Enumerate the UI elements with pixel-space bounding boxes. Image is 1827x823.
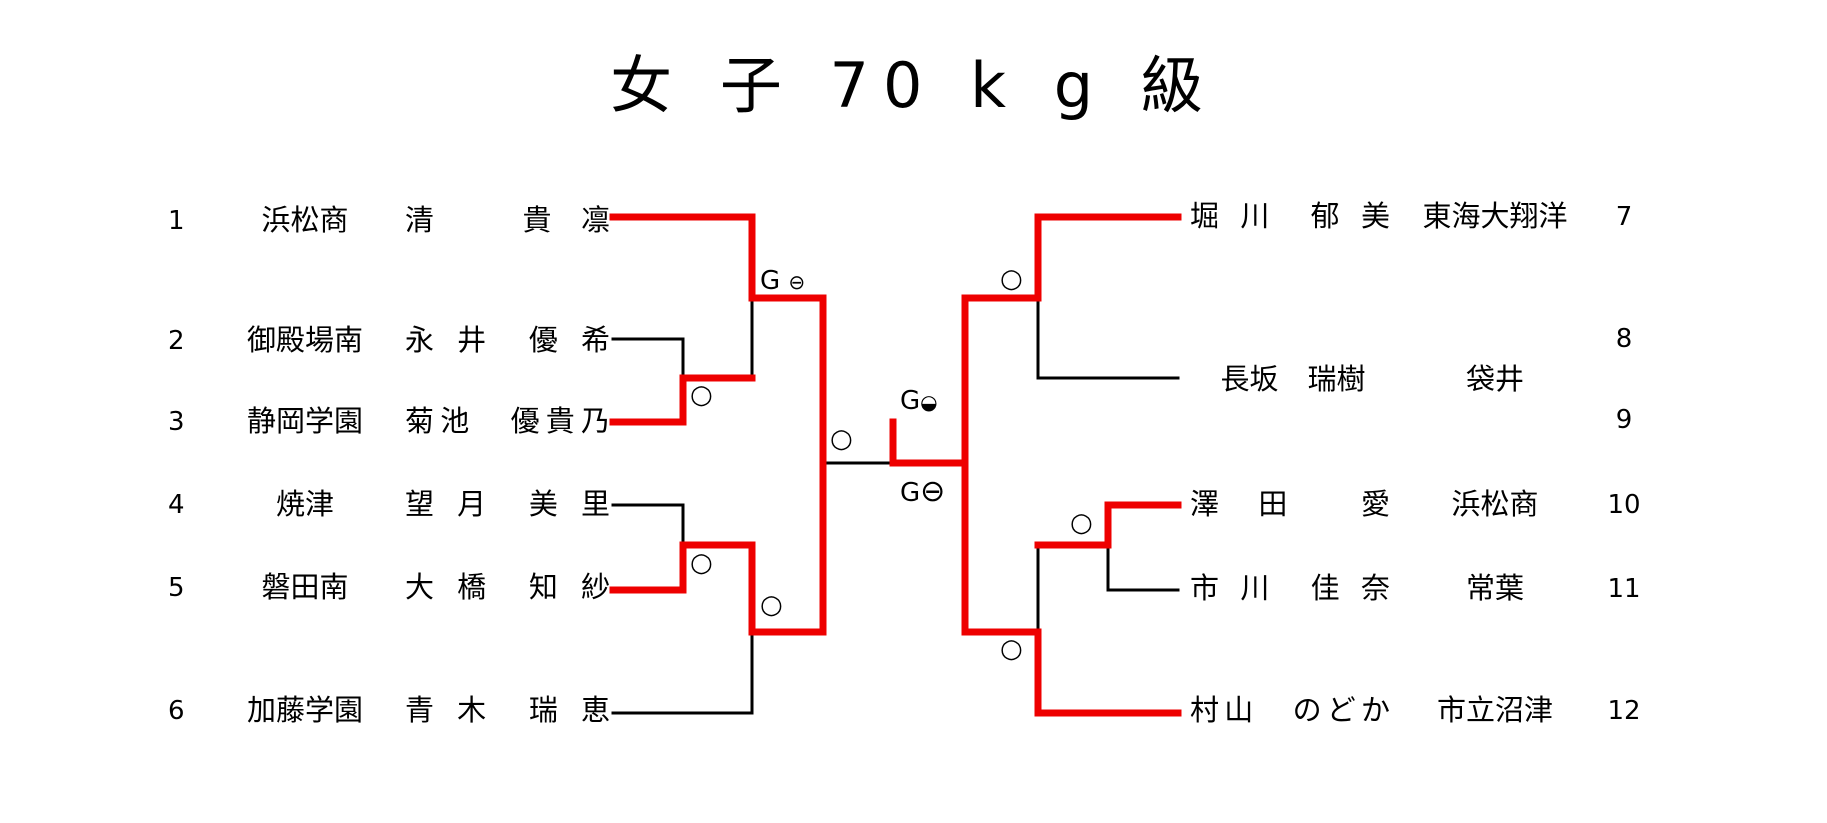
- entry-number: 3: [168, 407, 185, 437]
- entry-number: 9: [1615, 405, 1633, 435]
- g-mark-label: G: [900, 386, 921, 416]
- entry-school: 静岡学園: [246, 404, 363, 438]
- entry-school: 磐田南: [261, 570, 349, 604]
- bracket-line: [609, 374, 756, 426]
- match-result-mark: ○: [1070, 508, 1093, 538]
- g-minus-icon: ⊖: [920, 474, 946, 509]
- entry-number: 6: [168, 696, 185, 726]
- entry-school: 浜松商: [1451, 487, 1539, 521]
- g-mark-label: G: [760, 266, 781, 296]
- match-result-mark: ○: [690, 548, 713, 578]
- bracket-line: [961, 213, 1182, 717]
- bye-entry-school: 袋井: [1465, 362, 1524, 396]
- entry-name: 澤 田 愛: [1190, 487, 1390, 521]
- entry-name: 望 月 美 里: [405, 487, 610, 521]
- bracket-line: [611, 337, 685, 380]
- entry-name: 大 橋 知 紗: [405, 570, 610, 604]
- bracket-line: [609, 459, 827, 636]
- bracket-black-lines: [611, 296, 1180, 715]
- entry-number: 1: [168, 206, 185, 236]
- g-minus-icon: ⊖: [788, 270, 806, 294]
- entry-number: 8: [1615, 324, 1633, 354]
- match-result-mark: ○: [1000, 634, 1023, 664]
- g-mark-label: G: [900, 478, 921, 508]
- bracket-line: [611, 628, 754, 715]
- entry-name: 村山 のどか: [1190, 693, 1390, 727]
- bracket-line: [1034, 501, 1182, 549]
- entry-number: 2: [168, 326, 185, 356]
- entry-school: 焼津: [275, 487, 334, 521]
- match-result-mark: ○: [690, 380, 713, 410]
- bracket-line: [889, 418, 969, 467]
- entry-number: 12: [1607, 696, 1641, 726]
- entry-school: 市立沼津: [1436, 693, 1553, 727]
- match-result-mark: ○: [830, 424, 853, 454]
- match-result-mark: ○: [1000, 264, 1023, 294]
- entry-name: 市 川 佳 奈: [1190, 571, 1390, 605]
- entry-name: 菊池 優貴乃: [405, 404, 610, 438]
- entry-name: 青 木 瑞 恵: [405, 693, 610, 727]
- entry-school: 浜松商: [261, 203, 349, 237]
- bracket-line: [611, 503, 685, 547]
- bye-entry-name: 長坂 瑞樹: [1220, 362, 1366, 396]
- entry-school: 御殿場南: [246, 323, 363, 357]
- bracket-line: [609, 213, 827, 467]
- entry-number: 11: [1607, 574, 1641, 604]
- entry-name: 堀 川 郁 美: [1190, 199, 1390, 233]
- entry-school: 加藤学園: [246, 693, 363, 727]
- entry-number: 4: [168, 490, 185, 520]
- entry-number: 7: [1615, 202, 1633, 232]
- entry-name: 永 井 優 希: [405, 323, 610, 357]
- match-result-mark: G ⊖: [760, 266, 805, 296]
- entry-number: 10: [1607, 490, 1641, 520]
- bracket-line: [1106, 543, 1180, 592]
- entry-number: 5: [168, 573, 185, 603]
- bracket-line: [1036, 296, 1180, 380]
- match-result-mark: G⊖: [900, 474, 945, 509]
- entry-school: 常葉: [1465, 571, 1524, 605]
- match-result-mark: ○: [760, 590, 783, 620]
- entry-school: 東海大翔洋: [1422, 199, 1568, 233]
- bracket-red-lines: [609, 213, 1182, 717]
- match-result-mark: G◒: [900, 386, 938, 416]
- entry-name: 清 貴 凛: [405, 203, 610, 237]
- page-title: 女 子 70 k g 級: [610, 49, 1217, 122]
- g-half-icon: ◒: [920, 390, 938, 414]
